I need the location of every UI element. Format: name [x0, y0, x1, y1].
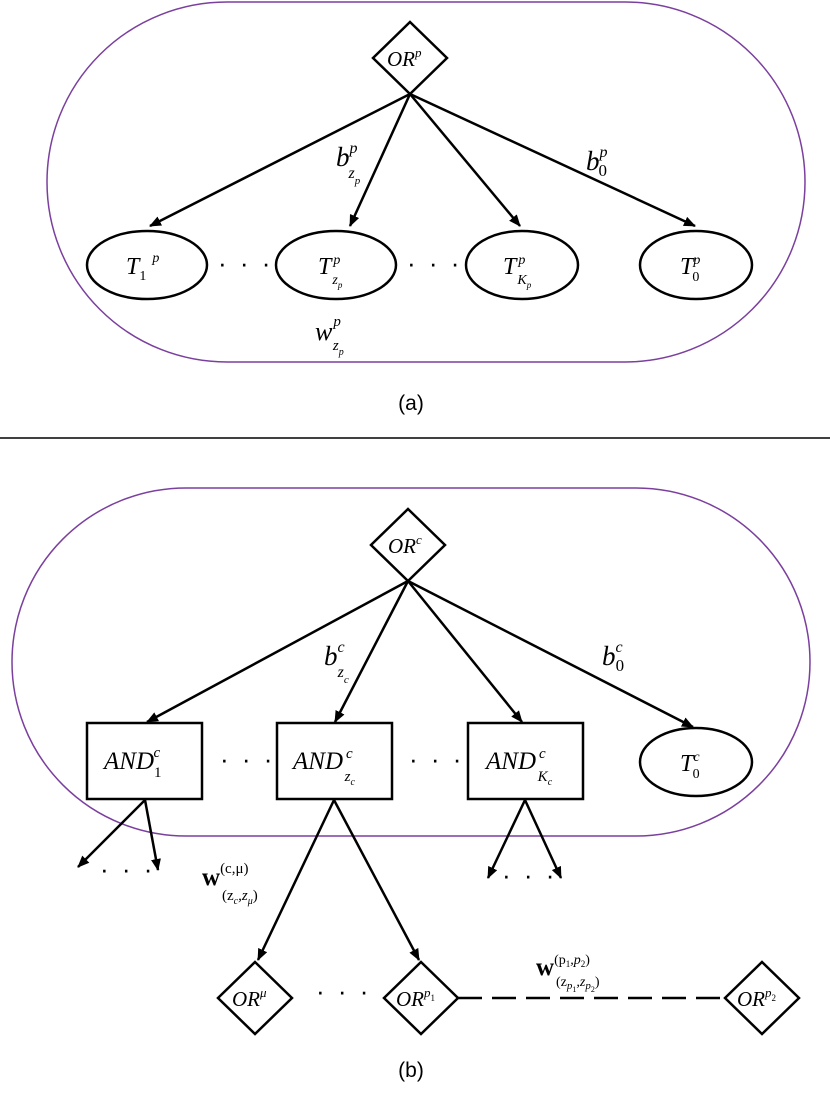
edge-b-3 — [407, 580, 523, 723]
svg-text:ORc: ORc — [388, 532, 422, 558]
ellipsis-b-1: · · · — [220, 744, 275, 774]
edge-and1-right — [143, 799, 161, 871]
edge-andzc-mu — [256, 799, 336, 961]
weight-label-p1p2-sub: (zp1,zp2) — [556, 975, 600, 994]
svg-text:ORp1: ORp1 — [396, 985, 435, 1011]
svg-text:Tp0: Tp0 — [680, 253, 700, 285]
edge-b-4 — [407, 579, 694, 729]
ellipsis-b-3: · · · — [100, 854, 155, 884]
leaf-or-p1: ORp1 — [382, 960, 460, 1036]
svg-text:AND1c: AND1c — [102, 745, 162, 781]
container-b — [11, 487, 811, 837]
ellipsis-b-2: · · · — [409, 744, 464, 774]
svg-text:T1p: T1p — [126, 251, 159, 284]
ellipsis-b-5: · · · — [316, 976, 371, 1006]
edge-a-3 — [409, 93, 521, 227]
svg-text:Tc0: Tc0 — [680, 750, 700, 782]
edge-a-2 — [348, 93, 412, 227]
node-and-1: AND1c — [85, 721, 204, 801]
ellipsis-a-1: · · · — [218, 248, 273, 278]
caption-a: (a) — [398, 392, 424, 415]
node-t1-p: T1p — [85, 229, 209, 301]
svg-text:ORp: ORp — [387, 45, 422, 71]
edge-andkc-left — [486, 799, 527, 879]
root-or-c: ORc — [369, 507, 447, 583]
caption-b: (b) — [398, 1059, 424, 1082]
svg-text:ORμ: ORμ — [232, 985, 267, 1011]
edge-b-2 — [333, 580, 410, 723]
leaf-or-p2: ORp2 — [723, 960, 801, 1036]
edge-a-1 — [149, 92, 411, 228]
ellipsis-b-4: · · · — [502, 860, 557, 890]
svg-text:ORp2: ORp2 — [737, 985, 776, 1011]
weight-label-p1p2: w(p1,p2) — [536, 953, 590, 981]
leaf-or-mu: ORμ — [216, 960, 294, 1036]
edge-andkc-right — [523, 799, 563, 879]
container-a — [46, 1, 806, 363]
weight-label-cmu: w(c,μ) — [202, 861, 249, 891]
weight-label-cmu-sub: (zc,zμ) — [222, 888, 258, 907]
edge-and1-left — [77, 799, 146, 868]
edge-andzc-p1 — [332, 799, 421, 961]
edge-b-1 — [146, 579, 409, 724]
root-or-p: ORp — [371, 20, 449, 96]
ellipsis-a-2: · · · — [407, 248, 462, 278]
edge-a-4 — [409, 92, 696, 228]
